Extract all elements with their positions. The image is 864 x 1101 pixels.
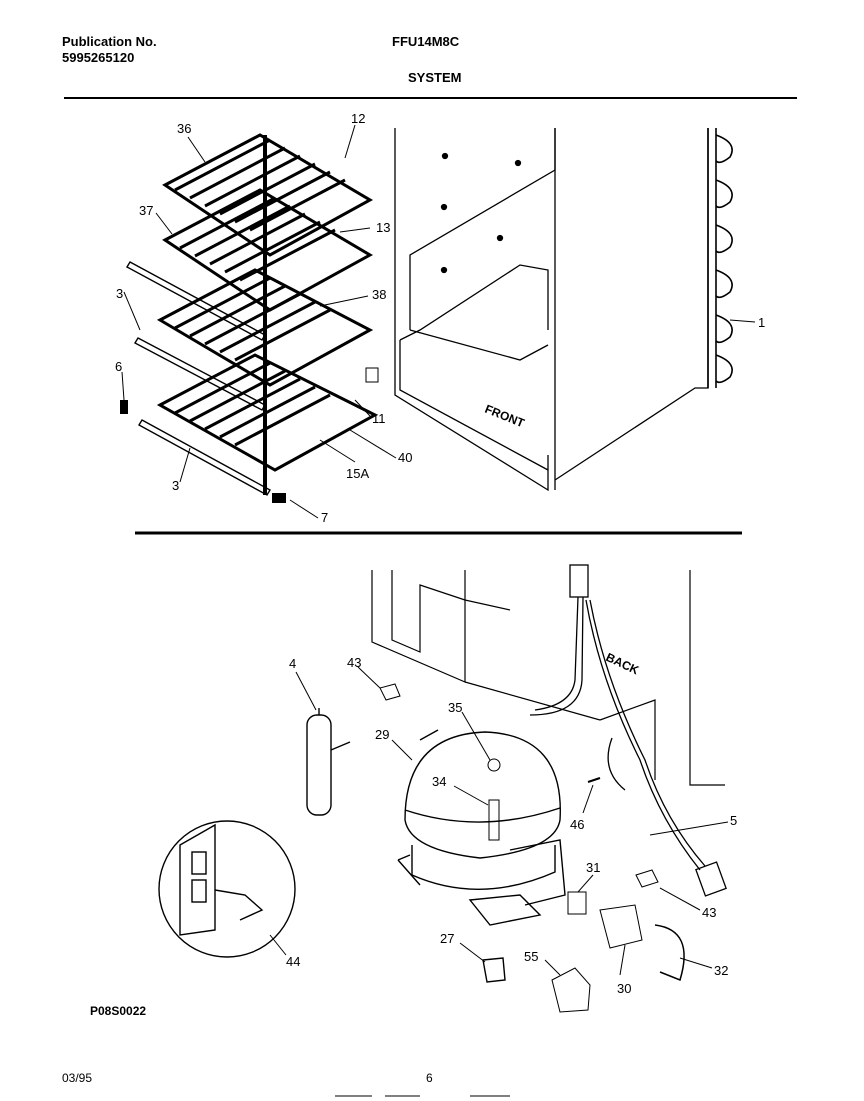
callout-1: 1 [758, 315, 765, 330]
callout-12: 12 [351, 111, 365, 126]
machine-compartment [371, 570, 725, 786]
section-title: SYSTEM [408, 70, 462, 85]
part-34-grommet [488, 799, 500, 841]
callout-35: 35 [448, 700, 462, 715]
callout-13: 13 [376, 220, 390, 235]
wiring-harness [529, 564, 727, 897]
callout-7: 7 [321, 510, 328, 525]
part-30-overload [599, 904, 643, 949]
callout-3-upper: 3 [116, 286, 123, 301]
part-32-wire [654, 924, 685, 982]
callout-46: 46 [570, 817, 584, 832]
part-27-grommet [482, 957, 506, 983]
callout-30: 30 [617, 981, 631, 996]
front-label: FRONT [483, 402, 527, 431]
condenser-coil [707, 128, 733, 388]
detail-outlet-view [158, 820, 296, 958]
part-11-clip [365, 367, 379, 383]
part-43-clip-upper [379, 683, 401, 701]
callout-6: 6 [115, 359, 122, 374]
part-35-bolt [487, 758, 501, 772]
callout-11: 11 [372, 411, 386, 426]
callout-55: 55 [524, 949, 538, 964]
part-31-relay [567, 891, 587, 915]
leader-lines-bottom [269, 666, 729, 976]
callout-36: 36 [177, 121, 191, 136]
part-6-clip [120, 400, 128, 414]
evaporator-shelves [156, 133, 379, 495]
callout-27: 27 [440, 931, 454, 946]
callout-37: 37 [139, 203, 153, 218]
page-number: 6 [426, 1071, 433, 1085]
filter-drier [306, 708, 351, 816]
figure-code: P08S0022 [90, 1004, 146, 1018]
callout-3-lower: 3 [172, 478, 179, 493]
publication-number: 5995265120 [62, 50, 135, 65]
callout-43-lower: 43 [702, 905, 716, 920]
callout-5: 5 [730, 813, 737, 828]
callout-4: 4 [289, 656, 296, 671]
callout-34: 34 [432, 774, 446, 789]
callout-29: 29 [375, 727, 389, 742]
part-43-clip-lower [635, 869, 659, 888]
part-7-clip [272, 493, 286, 503]
callout-31: 31 [586, 860, 600, 875]
callout-38: 38 [372, 287, 386, 302]
compressor [397, 729, 566, 926]
model-number: FFU14M8C [392, 34, 460, 49]
cabinet-drawing [394, 128, 709, 492]
shelf-rails [126, 261, 271, 496]
callout-43-upper: 43 [347, 655, 361, 670]
part-55-cover [551, 967, 591, 1013]
part-46-screw [587, 777, 601, 783]
publication-label: Publication No. [62, 34, 157, 49]
footer-date: 03/95 [62, 1071, 93, 1085]
callout-40: 40 [398, 450, 412, 465]
callout-15a: 15A [346, 466, 369, 481]
callout-44: 44 [286, 954, 300, 969]
callout-32: 32 [714, 963, 728, 978]
leader-lines-top [121, 124, 756, 519]
